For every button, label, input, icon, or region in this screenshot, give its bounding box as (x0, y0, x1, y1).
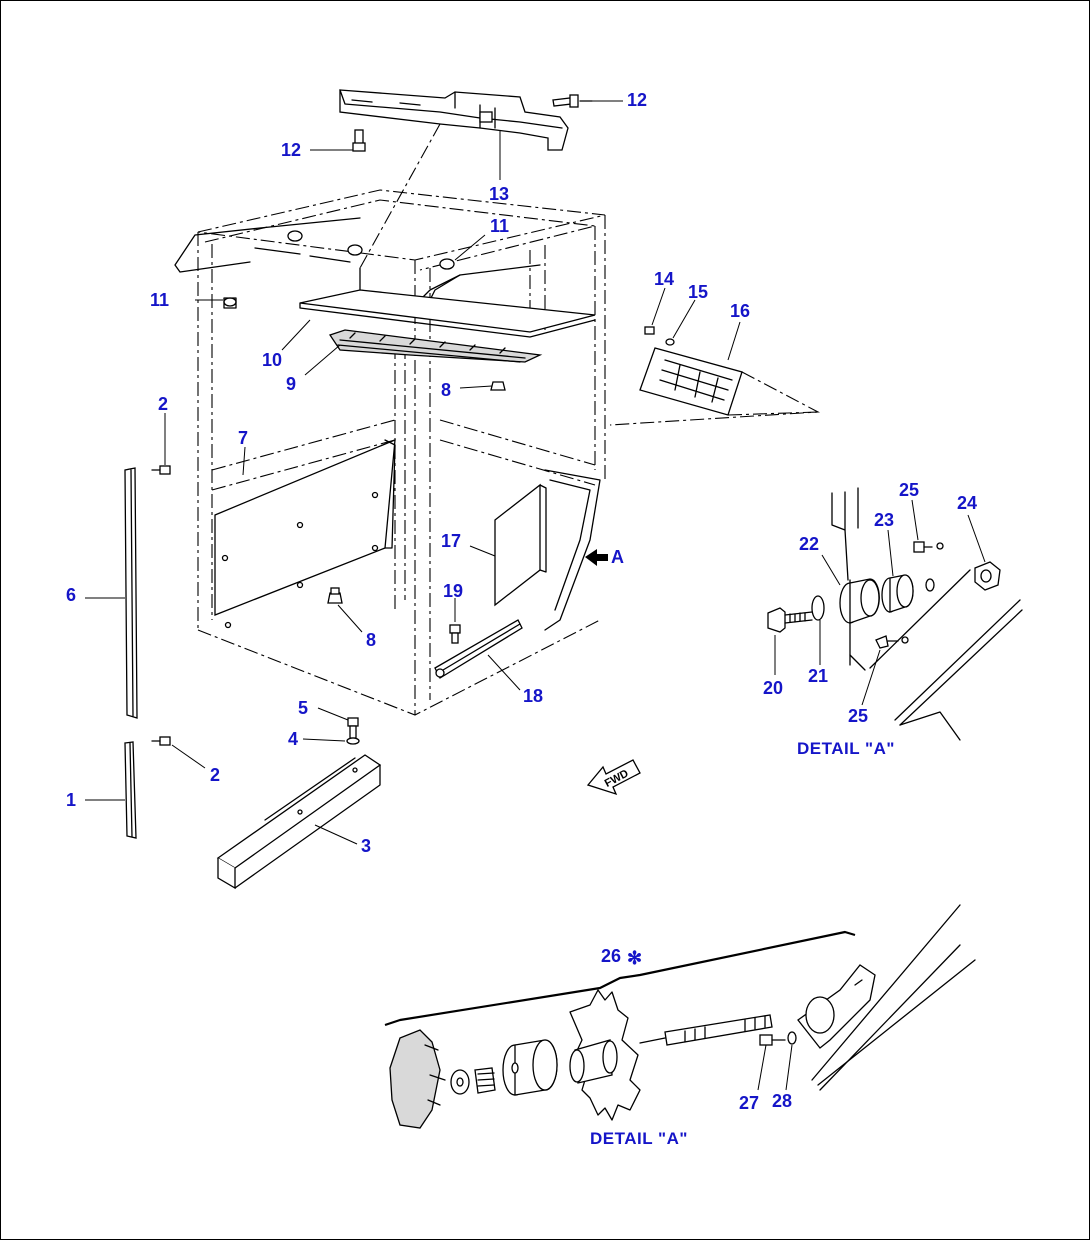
screw-part-8-top (490, 381, 506, 391)
callout-14: 14 (654, 269, 674, 289)
callout-16: 16 (730, 301, 750, 321)
view-arrow-label: A (611, 547, 624, 567)
callout-20: 20 (763, 678, 783, 698)
callout-2: 2 (210, 765, 220, 785)
louver-panel-part-9 (328, 329, 543, 363)
bolt-part-12-top (552, 94, 593, 108)
washer-part-4 (346, 737, 360, 745)
callout-3: 3 (361, 836, 371, 856)
callout-19: 19 (443, 581, 463, 601)
bolt-part-5 (347, 717, 359, 739)
roof-panel-part-10 (299, 289, 596, 338)
callout-6: 6 (66, 585, 76, 605)
callout-17: 17 (441, 531, 461, 551)
callout-13: 13 (489, 184, 509, 204)
callout-26-mark: ✻ (627, 948, 642, 968)
view-arrow-a (585, 549, 608, 566)
bolt-part-12-side (352, 129, 366, 152)
callout-8: 8 (366, 630, 376, 650)
callout-11: 11 (150, 290, 169, 310)
detail-a-label: DETAIL "A" (797, 739, 895, 758)
callout-23: 23 (874, 510, 894, 530)
washer-part-15 (665, 338, 675, 346)
leader-lines (85, 100, 986, 1091)
callout-2: 2 (158, 394, 168, 414)
bolt-part-19 (449, 624, 461, 644)
callout-labels: 12 12 13 11 11 10 9 8 8 2 7 6 17 19 18 A… (66, 90, 977, 1148)
screw-part-8-lower (327, 587, 343, 604)
trim-strip-part-1 (124, 741, 137, 839)
fwd-label: FWD (603, 768, 631, 790)
side-panel-part-7 (214, 439, 396, 629)
trim-strip-part-6 (124, 467, 138, 719)
handrail-part-18 (434, 619, 523, 679)
callout-11: 11 (490, 216, 509, 236)
detail-a-upper (767, 487, 1023, 741)
callout-12: 12 (281, 140, 301, 160)
decal-plate-part-16 (609, 347, 820, 426)
callout-10: 10 (262, 350, 282, 370)
callout-21: 21 (808, 666, 828, 686)
callout-24: 24 (957, 493, 977, 513)
callout-4: 4 (288, 729, 298, 749)
bolt-part-2-lower (151, 736, 171, 746)
cab-frame (174, 189, 606, 716)
top-bracket-part-13 (339, 89, 569, 151)
callout-8: 8 (441, 380, 451, 400)
callout-27: 27 (739, 1093, 759, 1113)
callout-22: 22 (799, 534, 819, 554)
fwd-arrow: FWD (586, 759, 641, 796)
callout-5: 5 (298, 698, 308, 718)
channel-part-3 (216, 754, 382, 890)
callout-9: 9 (286, 374, 296, 394)
callout-28: 28 (772, 1091, 792, 1111)
detail-a-lower (384, 904, 976, 1129)
callout-7: 7 (238, 428, 248, 448)
callout-1: 1 (66, 790, 76, 810)
door-panel-part-17 (494, 483, 547, 607)
callout-25: 25 (848, 706, 868, 726)
callout-12: 12 (627, 90, 647, 110)
center-line (359, 123, 441, 269)
callout-15: 15 (688, 282, 708, 302)
callout-18: 18 (523, 686, 543, 706)
bolt-part-2-upper (151, 465, 171, 475)
screw-part-14 (644, 326, 655, 335)
callout-26: 26 (601, 946, 621, 966)
callout-25: 25 (899, 480, 919, 500)
detail-a-label: DETAIL "A" (590, 1129, 688, 1148)
